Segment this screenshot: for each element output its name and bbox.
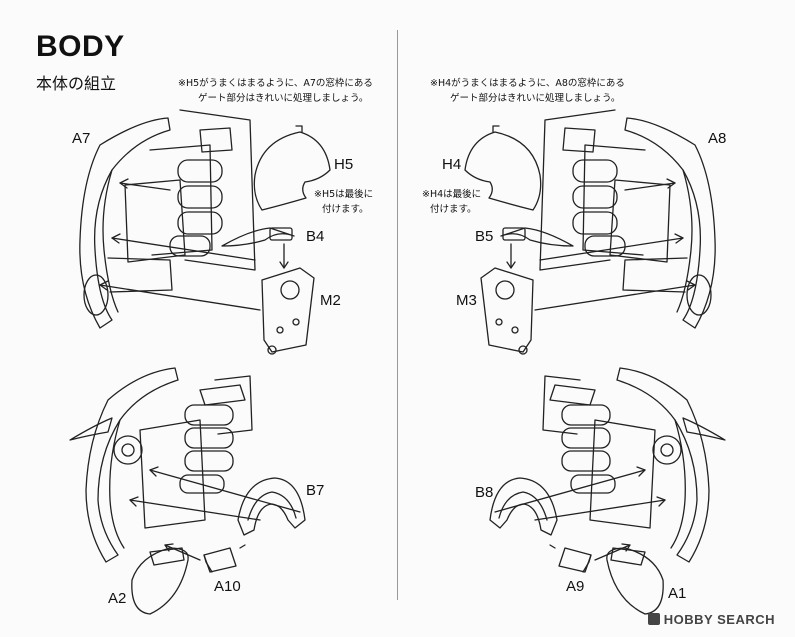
left-note-line-2: ゲート部分はきれいに処理しましょう。 — [198, 93, 369, 104]
part-label-a10: A10 — [214, 578, 241, 595]
part-label-h4: H4 — [442, 156, 462, 173]
right-bottom-assembly — [489, 367, 726, 615]
part-label-a9: A9 — [566, 578, 585, 595]
right-note-line-2: ゲート部分はきれいに処理しましょう。 — [450, 93, 621, 104]
watermark-logo-icon — [647, 613, 660, 625]
left-side-note-line-2: 付けます。 — [322, 204, 369, 215]
page-subtitle: 本体の組立 — [36, 74, 117, 93]
part-label-a8: A8 — [708, 130, 727, 147]
left-bottom-assembly — [69, 367, 306, 615]
left-top-assembly — [79, 109, 331, 355]
part-label-h5: H5 — [334, 156, 354, 173]
right-side-note: ※H4は最後に 付けます。 — [422, 187, 481, 217]
part-label-m2: M2 — [320, 292, 341, 309]
left-note: ※H5がうまくはまるように、A7の窓枠にある ゲート部分はきれいに処理しましょう… — [178, 76, 373, 106]
column-divider — [397, 30, 398, 600]
part-label-b8: B8 — [475, 484, 494, 501]
left-side-note-line-1: ※H5は最後に — [314, 189, 374, 200]
watermark: HOBBY SEARCH — [647, 612, 775, 627]
right-note: ※H4がうまくはまるように、A8の窓枠にある ゲート部分はきれいに処理しましょう… — [430, 76, 625, 106]
right-side-note-line-2: 付けます。 — [430, 204, 477, 215]
part-label-a1: A1 — [668, 585, 687, 602]
right-note-line-1: ※H4がうまくはまるように、A8の窓枠にある — [430, 78, 625, 89]
right-side-note-line-1: ※H4は最後に — [422, 189, 482, 200]
part-label-b7: B7 — [306, 482, 325, 499]
page-title: BODY — [36, 30, 125, 63]
part-label-a2: A2 — [108, 590, 127, 607]
part-label-b5: B5 — [475, 228, 494, 245]
part-label-a7: A7 — [72, 130, 91, 147]
right-top-assembly — [464, 109, 716, 355]
watermark-text: HOBBY SEARCH — [663, 612, 775, 627]
part-label-b4: B4 — [306, 228, 325, 245]
left-side-note: ※H5は最後に 付けます。 — [314, 187, 373, 217]
part-label-m3: M3 — [456, 292, 477, 309]
left-note-line-1: ※H5がうまくはまるように、A7の窓枠にある — [178, 78, 373, 89]
